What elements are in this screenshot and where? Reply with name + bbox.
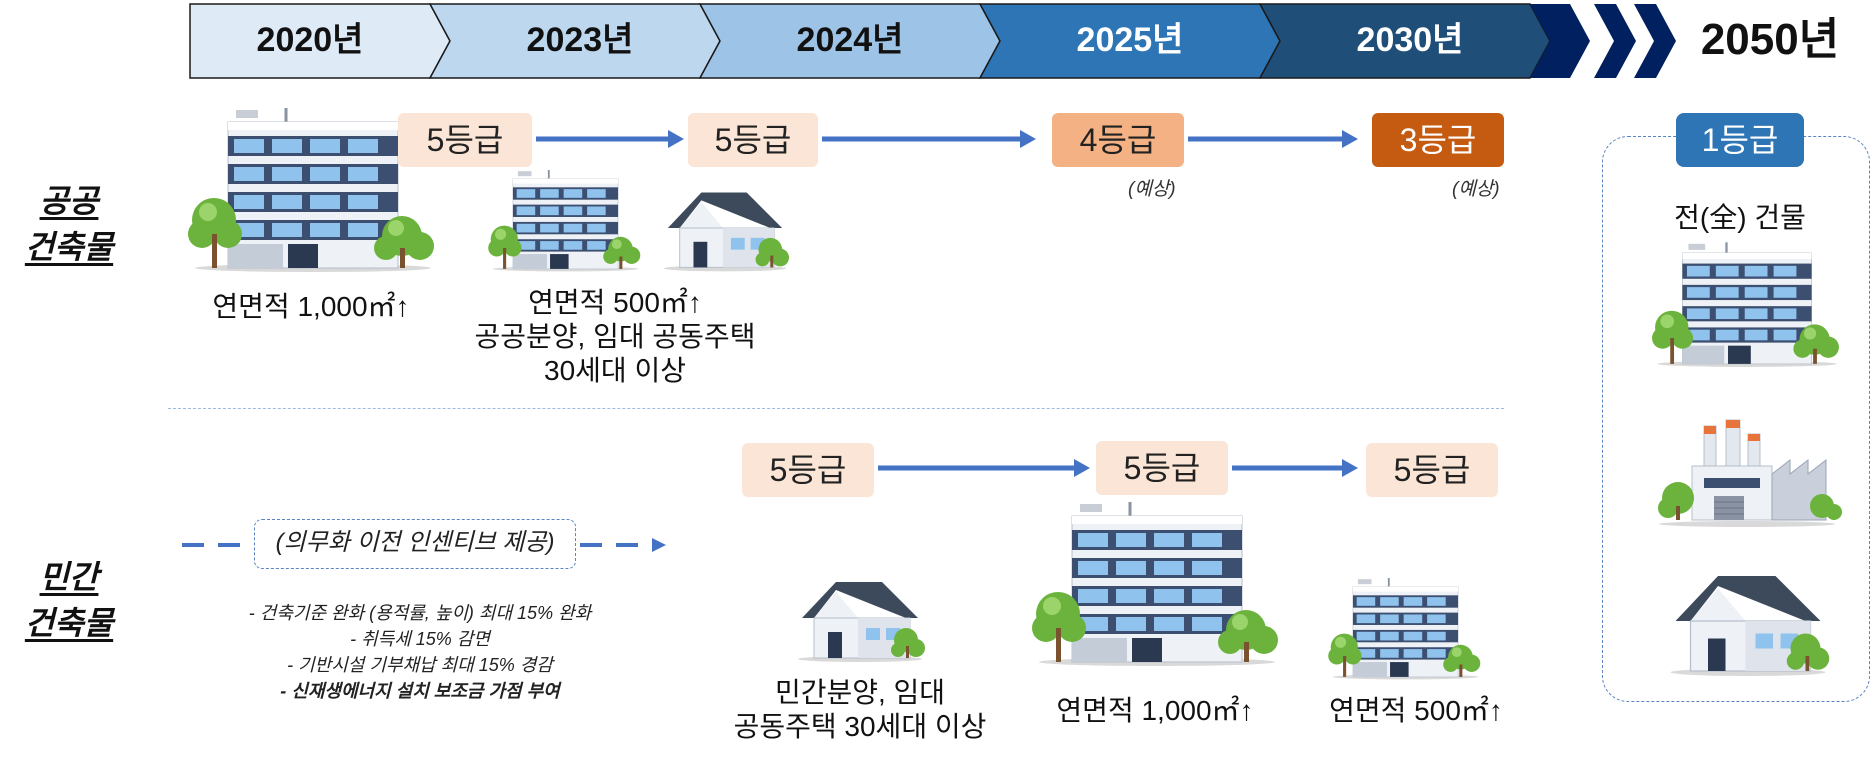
private-caption-2024: 민간분양, 임대 공동주택 30세대 이상 (720, 676, 1000, 744)
private-2024-house-icon (794, 574, 926, 662)
category-private-line1: 민간 (39, 559, 99, 595)
timeline-chevron (1594, 4, 1636, 78)
public-grade-2024: 5등급 (688, 113, 818, 167)
public-grade-2023: 5등급 (398, 113, 532, 167)
category-public-line1: 공공 (39, 183, 99, 219)
arrow-right-icon (1232, 459, 1358, 477)
goal-label: 전(全) 건물 (1674, 202, 1806, 233)
year-2050: 2050년 (1700, 15, 1840, 64)
public-caption-2023-line1: 연면적 500㎡↑ (528, 287, 702, 318)
category-public: 공공 건축물 (14, 178, 124, 270)
year-2023: 2023년 (526, 21, 634, 59)
public-grade-2030: 3등급 (1372, 113, 1504, 167)
private-caption-2024-line1: 민간분양, 임대 (774, 677, 946, 708)
private-grade-2024: 5등급 (742, 443, 874, 497)
private-2025-office-building-icon (1032, 502, 1282, 667)
timeline: 2020년 2023년 2024년 2025년 2030년 2050년 (0, 0, 1874, 90)
public-expected-2030: (예상) (1452, 179, 1500, 200)
benefit-item: - 건축기준 완화 (용적률, 높이) 최대 15% 완화 (248, 603, 592, 623)
goal-grade: 1등급 (1676, 113, 1804, 167)
goal-house-icon (1664, 566, 1832, 676)
public-caption-2023-line3: 30세대 이상 (544, 355, 686, 386)
section-divider (168, 408, 1504, 409)
public-caption-2020: 연면적 1,000㎡↑ (212, 291, 410, 322)
incentive-label: (의무화 이전 인센티브 제공) (254, 519, 576, 569)
goal-office-building-icon (1652, 242, 1842, 368)
goal-factory-icon (1652, 412, 1842, 528)
year-2024: 2024년 (796, 21, 904, 59)
public-caption-2023: 연면적 500㎡↑ 공공분양, 임대 공동주택 30세대 이상 (450, 286, 780, 388)
private-caption-2030: 연면적 500㎡↑ (1329, 695, 1503, 726)
private-caption-2025: 연면적 1,000㎡↑ (1056, 695, 1254, 726)
private-caption-2024-line2: 공동주택 30세대 이상 (733, 711, 987, 742)
public-caption-2023-line2: 공공분양, 임대 공동주택 (474, 321, 756, 352)
public-expected-2025: (예상) (1128, 179, 1176, 200)
benefit-item: - 기반시설 기부채납 최대 15% 경감 (287, 655, 553, 675)
arrow-right-icon (878, 459, 1090, 477)
category-public-line2: 건축물 (24, 229, 114, 265)
benefit-item: - 취득세 15% 감면 (350, 629, 490, 649)
timeline-segment (1530, 4, 1590, 78)
category-private-line2: 건축물 (24, 605, 114, 641)
year-2030: 2030년 (1356, 21, 1464, 59)
year-2020: 2020년 (256, 21, 364, 59)
year-2025: 2025년 (1076, 21, 1184, 59)
arrow-right-icon (536, 130, 684, 148)
private-grade-2030: 5등급 (1366, 443, 1498, 497)
benefit-item: - 신재생에너지 설치 보조금 가점 부여 (280, 681, 560, 701)
incentive-benefits: - 건축기준 완화 (용적률, 높이) 최대 15% 완화 - 취득세 15% … (200, 600, 640, 704)
private-2030-office-building-icon (1328, 578, 1483, 680)
public-grade-2025: 4등급 (1052, 113, 1184, 167)
private-grade-2025: 5등급 (1096, 441, 1228, 495)
category-private: 민간 건축물 (14, 554, 124, 646)
arrow-right-icon (1188, 130, 1358, 148)
arrow-right-icon (822, 130, 1036, 148)
timeline-chevrons (189, 3, 1676, 79)
timeline-chevron (1634, 4, 1676, 78)
